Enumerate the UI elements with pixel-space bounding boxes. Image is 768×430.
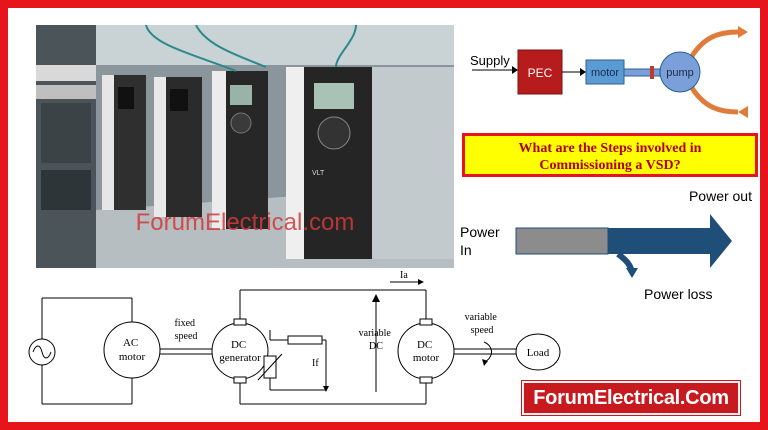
- shaft-coupling: [650, 66, 654, 79]
- ac-motor-circle: [103, 321, 161, 379]
- vsd-photo-illustration: VLT: [36, 25, 454, 268]
- motor-brush-top: [419, 318, 433, 326]
- power-in-line-1: Power: [460, 224, 500, 240]
- armature-current-label: Ia: [400, 270, 408, 281]
- power-input-bar: [515, 227, 609, 255]
- variable-dc-line-1: variable: [359, 328, 392, 339]
- supply-label: Supply: [470, 53, 510, 68]
- load-label: Load: [527, 347, 550, 359]
- load-circle: [515, 333, 561, 371]
- supply-arrow-head: [512, 66, 518, 74]
- motor-brush-bottom: [419, 376, 433, 384]
- dc-generator-label: DC generator: [219, 339, 261, 364]
- power-out-label: Power out: [689, 188, 752, 204]
- fixed-speed-line-1: fixed: [174, 318, 195, 329]
- field-resistor: [287, 335, 323, 345]
- pump-label: pump: [666, 67, 694, 79]
- power-in-label: Power In: [460, 224, 504, 258]
- rheostat-slider: [257, 353, 283, 381]
- variable-dc-label: variable DC: [359, 328, 394, 352]
- power-loss-arrow-head: [626, 268, 638, 278]
- gen-brush-bottom: [233, 376, 247, 384]
- pump-circle: [659, 51, 701, 93]
- motor-shaft: [623, 68, 661, 77]
- pec-block: [517, 49, 563, 95]
- armature-current-arrow: [418, 279, 424, 285]
- dc-generator-circle: [211, 322, 269, 380]
- variable-speed-line-1: variable: [465, 312, 498, 323]
- ac-motor-line-1: AC: [123, 337, 138, 349]
- variable-dc-line-2: DC: [369, 341, 383, 352]
- pump-inlet-pipe: [689, 86, 739, 115]
- power-flow-diagram: Power In Power out Power loss: [460, 188, 752, 302]
- vsd-flow-diagram: Supply PEC motor pump: [470, 26, 748, 118]
- dc-motor-circle: [397, 322, 455, 380]
- svg-text:VLT: VLT: [312, 170, 325, 177]
- pump-outlet-pipe: [689, 29, 739, 58]
- title-line-2: Commissioning a VSD?: [539, 158, 681, 173]
- power-in-line-2: In: [460, 242, 472, 258]
- ac-motor-line-2: motor: [119, 351, 146, 363]
- sine-wave-icon: [32, 345, 52, 359]
- dc-motor-label: DC motor: [413, 339, 440, 364]
- motor-block: [585, 59, 625, 85]
- pump-inlet-arrow: [738, 106, 748, 118]
- dc-motor-line-2: motor: [413, 352, 440, 364]
- dc-motor-line-1: DC: [417, 339, 432, 351]
- title-line-1: What are the Steps involved in: [518, 141, 702, 156]
- variable-speed-label: variable speed: [465, 312, 500, 336]
- vsd-photo: VLT ForumElectrical.com: [36, 25, 454, 268]
- dc-generator-line-1: DC: [231, 339, 246, 351]
- fixed-speed-line-2: speed: [175, 331, 198, 342]
- dc-generator-line-2: generator: [219, 352, 261, 364]
- variable-speed-line-2: speed: [471, 325, 494, 336]
- brand-badge[interactable]: ForumElectrical.Com: [522, 381, 740, 415]
- photo-watermark: ForumElectrical.com: [135, 209, 355, 236]
- rotation-arrow-head: [482, 359, 488, 366]
- field-current-label: If: [312, 358, 319, 369]
- ward-leonard-circuit: AC motor fixed speed DC generator If var…: [28, 270, 561, 405]
- variable-dc-arrow-head: [372, 294, 380, 302]
- motor-label: motor: [591, 67, 619, 79]
- power-loss-label: Power loss: [644, 286, 712, 302]
- pec-label: PEC: [528, 66, 553, 80]
- power-out-arrow: [608, 214, 732, 268]
- pump-outlet-arrow: [738, 26, 748, 38]
- rotation-arrow: [483, 341, 492, 363]
- pec-motor-arrow-head: [580, 68, 586, 76]
- ac-motor-label: AC motor: [119, 337, 146, 363]
- title-box: What are the Steps involved in Commissio…: [462, 133, 758, 177]
- gen-brush-top: [233, 318, 247, 326]
- fixed-speed-label: fixed speed: [174, 318, 197, 342]
- field-current-arrow: [323, 386, 329, 392]
